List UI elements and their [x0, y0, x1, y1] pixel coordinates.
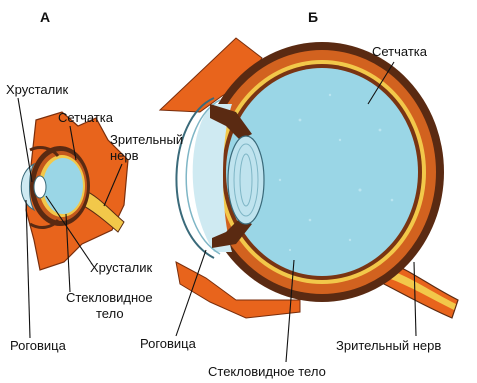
panel-a-vitreous — [43, 158, 83, 214]
label-b-retina: Сетчатка — [372, 44, 428, 59]
leader-a-lens — [18, 98, 32, 182]
panel-b-lens — [228, 136, 264, 224]
label-a-optic-nerve-2: нерв — [110, 148, 139, 163]
label-b-cornea: Роговица — [140, 336, 197, 351]
label-a-vitreous-2: тело — [96, 306, 124, 321]
panel-b-letter: Б — [308, 9, 318, 25]
label-a-vitreous-1: Стекловидное — [66, 290, 153, 305]
label-a-lens: Хрусталик — [6, 82, 68, 97]
label-a-optic-nerve-1: Зрительный — [110, 132, 183, 147]
label-a-retina: Сетчатка — [58, 110, 114, 125]
label-a-cornea: Роговица — [10, 338, 67, 353]
label-b-vitreous: Стекловидное тело — [208, 364, 326, 379]
panel-a-letter: А — [40, 9, 50, 25]
panel-a-lens — [34, 176, 46, 198]
label-a-lens-lower: Хрусталик — [90, 260, 152, 275]
panel-b-illustration — [160, 38, 458, 318]
label-b-optic-nerve: Зрительный нерв — [336, 338, 441, 353]
